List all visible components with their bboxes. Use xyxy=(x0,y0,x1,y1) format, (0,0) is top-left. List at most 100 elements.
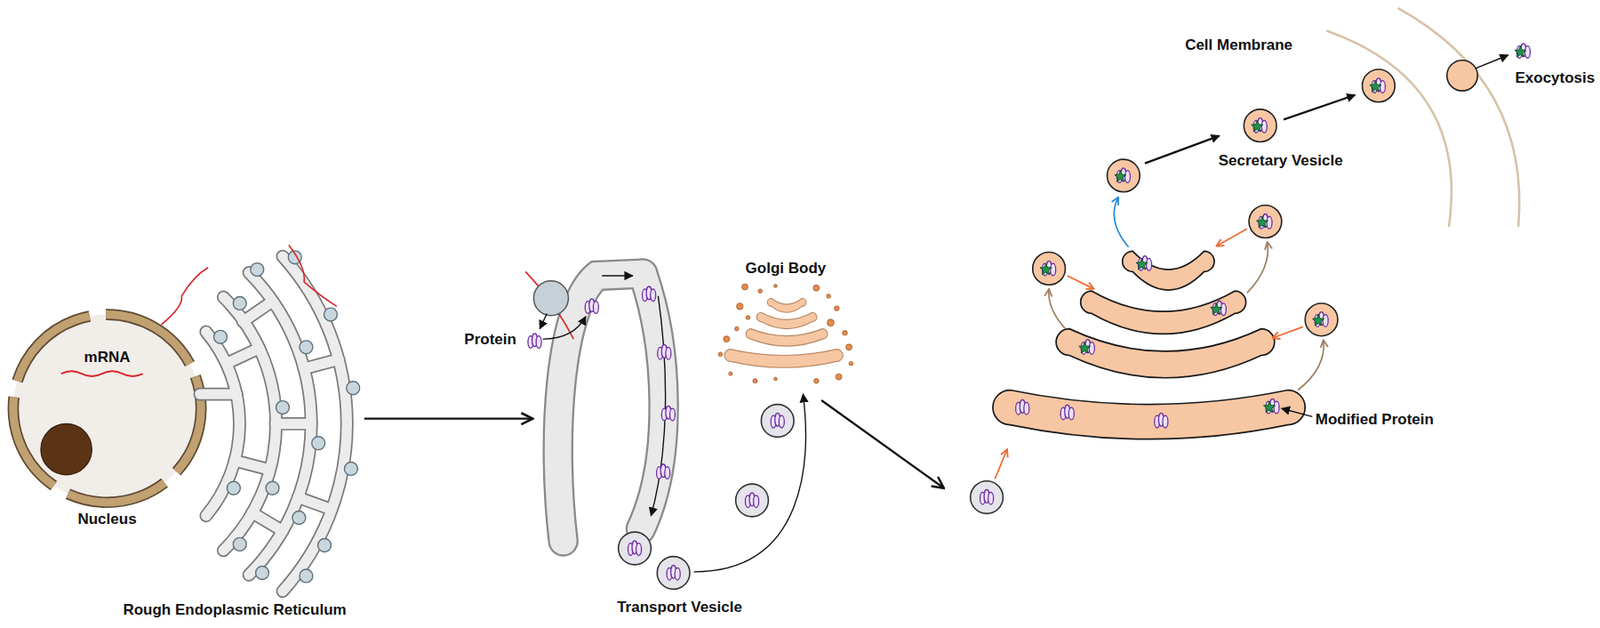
organelle-label: mRNA xyxy=(84,348,131,367)
golgi-vesicles xyxy=(970,69,1396,513)
golgi-small xyxy=(767,297,807,312)
golgi-vesicles xyxy=(1107,159,1141,192)
golgi-stack xyxy=(992,390,1305,440)
rough-er xyxy=(265,480,280,495)
golgi-stack xyxy=(1264,398,1280,414)
rough-er xyxy=(226,480,240,495)
rough-er xyxy=(344,461,358,475)
golgi-small xyxy=(827,319,835,327)
er-detail xyxy=(539,312,547,328)
cell-membrane xyxy=(1475,55,1509,69)
er-detail xyxy=(558,273,664,542)
golgi-small xyxy=(718,283,854,384)
transport-vesicles xyxy=(656,393,806,589)
er-detail xyxy=(543,316,586,339)
golgi-vesicles xyxy=(1247,241,1269,293)
golgi-small xyxy=(724,297,843,368)
rough-er xyxy=(160,245,360,592)
golgi-small xyxy=(745,328,828,347)
golgi-small xyxy=(848,360,854,366)
golgi-vesicles xyxy=(994,448,1008,479)
golgi-stack xyxy=(1122,250,1215,290)
part-label: Secretary Vesicle xyxy=(1218,152,1344,170)
rough-er xyxy=(299,568,313,583)
er-detail xyxy=(558,273,664,542)
golgi-small xyxy=(752,378,758,384)
golgi-small xyxy=(724,349,843,368)
golgi-small xyxy=(742,283,749,290)
rough-er xyxy=(292,511,306,525)
rough-er xyxy=(276,400,290,415)
transport-vesicles xyxy=(736,483,769,517)
transport-vesicles xyxy=(694,393,807,572)
er-detail xyxy=(533,280,568,316)
rough-er xyxy=(256,566,270,580)
er-detail xyxy=(618,531,652,565)
golgi-vesicles xyxy=(1048,288,1066,329)
golgi-small xyxy=(728,371,733,376)
organelle-label: Cell Membrane xyxy=(1184,36,1293,55)
rough-er xyxy=(299,340,313,354)
part-label: Modified Protein xyxy=(1315,410,1434,429)
er-detail xyxy=(525,271,574,339)
golgi-vesicles xyxy=(1362,69,1396,103)
rough-er xyxy=(213,329,227,344)
transport-vesicles xyxy=(760,404,794,438)
nucleus xyxy=(0,288,228,529)
er-detail xyxy=(528,333,542,349)
golgi-small xyxy=(718,352,723,357)
er-detail xyxy=(642,286,656,302)
golgi-small xyxy=(745,315,751,320)
rough-er xyxy=(232,296,247,310)
rough-er xyxy=(200,256,347,592)
golgi-vesicles xyxy=(1304,303,1338,336)
organelle-label: Rough Endoplasmic Reticulum xyxy=(122,600,346,619)
nucleus xyxy=(0,288,228,529)
process-label: Exocytosis xyxy=(1514,69,1595,88)
golgi-small xyxy=(756,312,817,328)
golgi-small xyxy=(718,283,854,384)
golgi-small xyxy=(774,376,778,381)
golgi-vesicles xyxy=(1032,252,1066,286)
golgi-small xyxy=(834,305,840,312)
golgi-small xyxy=(846,344,853,351)
golgi-small xyxy=(735,326,740,331)
golgi-vesicles xyxy=(1297,339,1324,390)
transport-vesicles xyxy=(656,556,690,590)
stage-arrow xyxy=(821,400,944,488)
er-detail xyxy=(584,298,599,314)
golgi-stack xyxy=(1079,339,1096,355)
golgi-small xyxy=(835,373,842,380)
rough-er xyxy=(200,256,347,592)
golgi-small xyxy=(723,336,730,343)
rough-er xyxy=(318,538,332,552)
golgi-vesicles xyxy=(1243,109,1277,143)
golgi-small xyxy=(826,294,832,299)
er-detail xyxy=(661,405,675,421)
rough-er xyxy=(346,381,360,395)
part-label: Protein xyxy=(464,330,517,349)
golgi-stack xyxy=(1154,412,1168,428)
golgi-small xyxy=(736,303,744,310)
er-detail xyxy=(656,464,671,480)
nucleus xyxy=(0,288,228,529)
golgi-vesicles xyxy=(970,480,1004,514)
nucleus xyxy=(40,423,92,474)
golgi-vesicles xyxy=(1283,95,1355,120)
er-detail xyxy=(650,296,665,516)
rough-er xyxy=(323,307,337,321)
rough-er xyxy=(288,245,337,307)
cell-membrane xyxy=(1326,30,1452,226)
er-detail xyxy=(657,344,672,360)
golgi-vesicles xyxy=(1281,408,1312,416)
golgi-small xyxy=(814,377,820,384)
rough-er xyxy=(232,536,247,551)
cell-membrane xyxy=(1398,8,1520,227)
rough-er xyxy=(250,263,264,277)
cell-membrane xyxy=(1326,8,1530,227)
golgi-stack xyxy=(1060,404,1074,420)
golgi-small xyxy=(774,284,778,288)
golgi-vesicles xyxy=(1216,228,1247,247)
part-label: Transport Vesicle xyxy=(616,598,743,616)
